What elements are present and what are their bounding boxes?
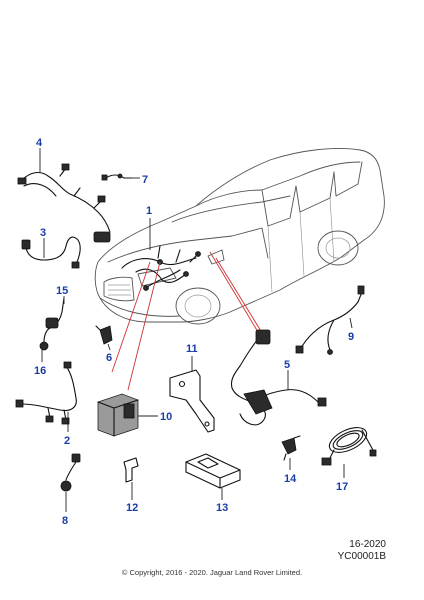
part-7-sensor [101, 173, 140, 181]
callout-4: 4 [36, 137, 43, 149]
part-10-module [97, 393, 158, 437]
connection-lines [111, 251, 265, 391]
callout-7: 7 [142, 174, 148, 186]
part-9-cable [295, 285, 365, 355]
callout-6: 6 [106, 352, 112, 364]
callout-13: 13 [216, 502, 228, 514]
callout-9: 9 [348, 331, 354, 343]
part-14-clip [281, 435, 301, 470]
part-2-harness [15, 361, 77, 432]
callout-12: 12 [126, 502, 138, 514]
car-illustration [94, 148, 385, 325]
part-13-tray [185, 453, 241, 500]
callout-15: 15 [56, 285, 68, 297]
callout-11: 11 [186, 343, 198, 355]
image-id: YC00001B [337, 551, 386, 562]
part-11-bracket [169, 356, 215, 433]
part-17-coil [321, 427, 377, 478]
callout-16: 16 [34, 365, 46, 377]
callout-labels: 1 2 3 4 5 6 7 8 9 10 11 12 13 14 15 16 1… [34, 137, 354, 527]
part-8-sensor [60, 453, 81, 512]
callout-2: 2 [64, 435, 70, 447]
callout-10: 10 [160, 411, 172, 423]
part-6-connector [95, 325, 113, 351]
callout-14: 14 [284, 473, 297, 485]
part-12-bracket [123, 457, 139, 500]
part-5-harness [230, 329, 327, 426]
callout-1: 1 [146, 205, 152, 217]
part-15-16-sensor [39, 296, 65, 362]
callout-5: 5 [284, 359, 290, 371]
part-4-harness [17, 148, 111, 243]
callout-8: 8 [62, 515, 68, 527]
copyright-notice: © Copyright, 2016 - 2020. Jaguar Land Ro… [121, 568, 303, 577]
reference-code: 16-2020 [349, 539, 386, 550]
callout-3: 3 [40, 227, 46, 239]
callout-17: 17 [336, 481, 348, 493]
part-3-cable [21, 236, 81, 269]
